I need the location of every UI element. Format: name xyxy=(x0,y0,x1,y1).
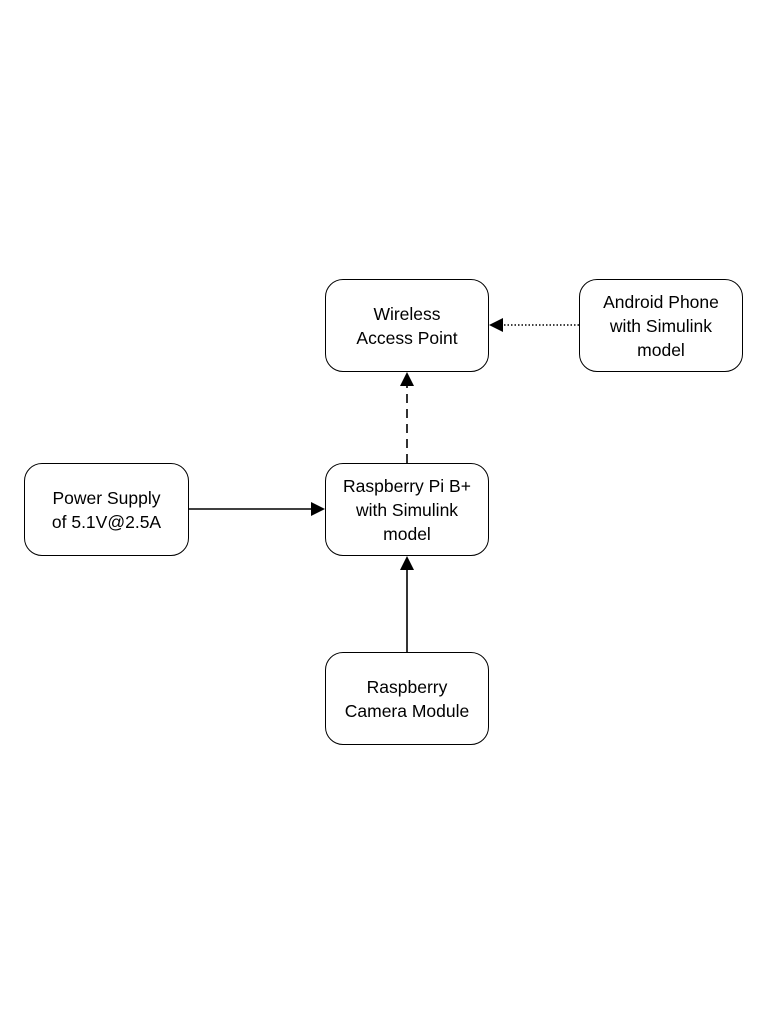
wireless-access-point-label: Wireless Access Point xyxy=(356,303,458,348)
camera-module-label: Raspberry Camera Module xyxy=(344,676,470,721)
edge-rpi-to-wap-arrowhead xyxy=(400,372,414,386)
edge-phone-to-wap xyxy=(489,318,579,332)
edge-power-to-rpi-arrowhead xyxy=(311,502,325,516)
camera-module-node[interactable]: Raspberry Camera Module xyxy=(325,652,489,745)
power-supply-label: Power Supply of 5.1V@2.5A xyxy=(51,487,162,532)
edge-rpi-to-wap xyxy=(400,372,414,463)
edge-phone-to-wap-arrowhead xyxy=(489,318,503,332)
edge-power-to-rpi xyxy=(189,502,325,516)
power-supply-node[interactable]: Power Supply of 5.1V@2.5A xyxy=(24,463,189,556)
raspberry-pi-node[interactable]: Raspberry Pi B+ with Simulink model xyxy=(325,463,489,556)
wireless-access-point-node[interactable]: Wireless Access Point xyxy=(325,279,489,372)
edge-camera-to-rpi xyxy=(400,556,414,652)
raspberry-pi-label: Raspberry Pi B+ with Simulink model xyxy=(343,475,471,544)
android-phone-label: Android Phone with Simulink model xyxy=(603,291,719,360)
android-phone-node[interactable]: Android Phone with Simulink model xyxy=(579,279,743,372)
edge-camera-to-rpi-arrowhead xyxy=(400,556,414,570)
